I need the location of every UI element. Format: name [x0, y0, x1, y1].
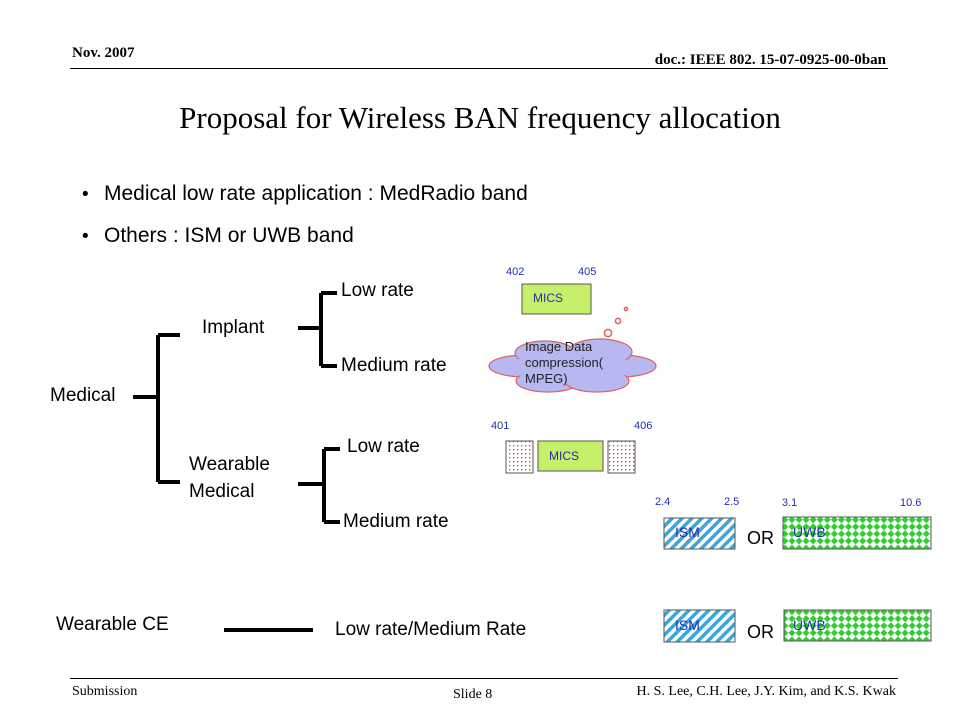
- freq-label-401: 401: [491, 420, 510, 432]
- bullet-item: • Medical low rate application : MedRadio…: [82, 182, 528, 206]
- tree-node-implant-low-rate: Low rate: [341, 280, 414, 301]
- guard-band-left: [505, 440, 534, 474]
- bullet-dot-icon: •: [82, 184, 89, 205]
- header-doc-id: doc.: IEEE 802. 15-07-0925-00-0ban: [654, 52, 886, 68]
- tree-node-wearable-ce: Wearable CE: [56, 614, 169, 635]
- ism-band-row1: [663, 517, 736, 550]
- mics-label: MICS: [533, 291, 563, 305]
- ism-label: ISM: [675, 524, 700, 540]
- footer-submission: Submission: [72, 684, 138, 699]
- ism-label: ISM: [675, 617, 700, 633]
- uwb-label: UWB: [793, 617, 826, 633]
- bullet-dot-icon: •: [82, 226, 89, 247]
- thought-bubbles-icon: [603, 306, 629, 338]
- uwb-label: UWB: [793, 524, 826, 540]
- or-label: OR: [747, 528, 774, 548]
- cloud-text-line: MPEG): [525, 371, 568, 386]
- cloud-text-line: compression(: [525, 355, 604, 370]
- tree-root-bracket: [133, 333, 180, 484]
- ism-band-row2: [663, 609, 736, 643]
- freq-label-2-5: 2.5: [724, 496, 740, 508]
- slide-title: Proposal for Wireless BAN frequency allo…: [179, 100, 781, 135]
- wearable-bracket: [298, 447, 340, 524]
- tree-node-implant-medium-rate: Medium rate: [341, 355, 447, 376]
- mics-label: MICS: [549, 449, 579, 463]
- tree-node-implant: Implant: [202, 317, 265, 338]
- tree-node-wearable-medical: Medical: [189, 481, 255, 502]
- footer-authors: H. S. Lee, C.H. Lee, J.Y. Kim, and K.S. …: [636, 684, 897, 699]
- tree-node-wearable-low-rate: Low rate: [347, 436, 420, 457]
- footer-slide-number: Slide 8: [453, 687, 493, 702]
- footer-divider: [70, 678, 898, 679]
- implant-bracket: [298, 291, 337, 368]
- cloud-text-line: Image Data: [525, 339, 593, 354]
- freq-label-402: 402: [506, 266, 525, 278]
- guard-band-right: [607, 440, 636, 474]
- or-label: OR: [747, 622, 774, 642]
- tree-node-wearable: Wearable: [189, 454, 270, 475]
- uwb-band-row2: [783, 609, 932, 642]
- header-divider: [70, 68, 888, 69]
- bullet-text: Others : ISM or UWB band: [104, 224, 354, 247]
- freq-label-406: 406: [634, 420, 653, 432]
- freq-label-405: 405: [578, 266, 597, 278]
- mics-band-wearable-low: [537, 440, 604, 472]
- cloud-text: Image Data compression( MPEG): [525, 339, 603, 387]
- freq-label-3-1: 3.1: [782, 497, 798, 509]
- mics-band-implant-low: [521, 283, 592, 315]
- freq-label-10-6: 10.6: [900, 497, 922, 509]
- freq-label-2-4: 2.4: [655, 496, 671, 508]
- cloud-shape: [488, 338, 657, 393]
- tree-node-wearable-medium-rate: Medium rate: [343, 511, 449, 532]
- tree-node-medical: Medical: [50, 385, 116, 406]
- tree-node-ce-rate: Low rate/Medium Rate: [335, 619, 527, 640]
- bullet-item: • Others : ISM or UWB band: [82, 224, 354, 248]
- bullet-text: Medical low rate application : MedRadio …: [104, 182, 528, 205]
- uwb-band-row1: [782, 516, 932, 550]
- header-date: Nov. 2007: [72, 45, 135, 61]
